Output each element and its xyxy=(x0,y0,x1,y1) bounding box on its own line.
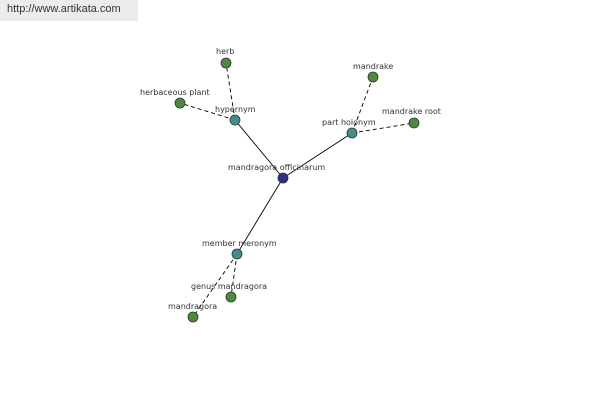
edge-member-meronym-term-1 xyxy=(192,253,238,318)
edge-part-holonym-term-0 xyxy=(351,76,374,134)
edge-center-part-holonym xyxy=(282,132,353,179)
term-label-member-meronym-1: mandragora xyxy=(168,302,217,311)
watermark-bar: http://www.artikata.com xyxy=(0,0,138,21)
edge-part-holonym-term-1 xyxy=(351,122,415,134)
nodes-layer xyxy=(174,57,420,323)
term-label-part-holonym-0: mandrake xyxy=(353,62,393,71)
relation-node-member-meronym xyxy=(231,248,243,260)
watermark-link[interactable]: http://www.artikata.com xyxy=(7,3,121,15)
term-node-hypernym-0 xyxy=(220,57,232,69)
term-node-part-holonym-1 xyxy=(408,117,420,129)
term-label-part-holonym-1: mandrake root xyxy=(382,107,441,116)
edges-layer xyxy=(179,62,415,318)
relation-node-hypernym xyxy=(229,114,241,126)
term-label-hypernym-0: herb xyxy=(216,47,234,56)
labels-layer: hypernym herb herbaceous plant part holonym… xyxy=(140,47,441,311)
relation-label-part-holonym: part holonym xyxy=(322,118,376,127)
relation-label-hypernym: hypernym xyxy=(215,105,256,114)
term-node-hypernym-1 xyxy=(174,97,186,109)
relation-node-part-holonym xyxy=(346,127,358,139)
edge-center-member-meronym xyxy=(236,177,284,255)
relation-label-member-meronym: member meronym xyxy=(202,239,277,248)
term-label-hypernym-1: herbaceous plant xyxy=(140,88,210,97)
edge-center-hypernym xyxy=(234,119,284,179)
term-label-member-meronym-0: genus mandragora xyxy=(191,282,267,291)
term-node-part-holonym-0 xyxy=(367,71,379,83)
center-node xyxy=(277,172,289,184)
edge-hypernym-term-1 xyxy=(179,102,236,121)
term-node-member-meronym-0 xyxy=(225,291,237,303)
edge-hypernym-term-0 xyxy=(225,62,236,121)
center-label: mandragora officinarum xyxy=(228,163,325,172)
term-node-member-meronym-1 xyxy=(187,311,199,323)
edge-member-meronym-term-0 xyxy=(230,253,238,298)
